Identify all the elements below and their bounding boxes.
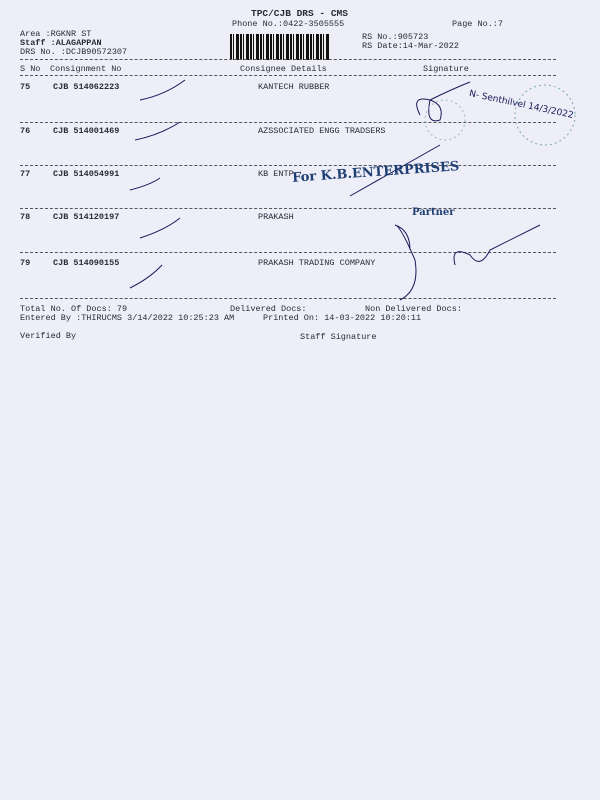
col-sno: S No	[20, 64, 41, 74]
row-consignment: CJB 514062223	[53, 82, 120, 92]
staff: Staff :ALAGAPPAN	[20, 38, 102, 48]
row-consignee: PRAKASH TRADING COMPANY	[258, 258, 376, 268]
row-consignee: PRAKASH	[258, 212, 294, 222]
row-consignment: CJB 514090155	[53, 258, 120, 268]
row-consignee: AZSSOCIATED ENGG TRADSERS	[258, 126, 386, 136]
barcode	[230, 34, 330, 60]
row-sno: 76	[20, 126, 31, 136]
doc-title: TPC/CJB DRS - CMS	[251, 8, 348, 19]
drs-no: DRS No. :DCJB90572307	[20, 47, 128, 57]
partner-stamp: Partner	[412, 207, 455, 218]
row-sno: 77	[20, 169, 31, 179]
row-consignee: KANTECH RUBBER	[258, 82, 330, 92]
row-consignment: CJB 514001469	[53, 126, 120, 136]
phone: Phone No.:0422-3505555	[232, 19, 345, 29]
staff-signature: Staff Signature	[300, 332, 377, 342]
entered-by: Entered By :THIRUCMS 3/14/2022 10:25:23 …	[20, 313, 235, 323]
row-consignment: CJB 514054991	[53, 169, 120, 179]
total-docs: Total No. Of Docs: 79	[20, 304, 128, 314]
row-consignee: KB ENTP	[258, 169, 294, 179]
verified-by: Verified By	[20, 331, 77, 341]
row-sno: 79	[20, 258, 31, 268]
non-delivered-docs: Non Delivered Docs:	[365, 304, 462, 314]
row-sno: 75	[20, 82, 31, 92]
page-no: Page No.:7	[452, 19, 504, 29]
printed-on: Printed On: 14-03-2022 10:20:11	[263, 313, 422, 323]
row-sno: 78	[20, 212, 31, 222]
row-consignment: CJB 514120197	[53, 212, 120, 222]
rs-date: RS Date:14-Mar-2022	[362, 41, 459, 51]
area: Area :RGKNR ST	[20, 29, 92, 39]
col-signature: Signature	[423, 64, 469, 74]
delivered-docs: Delivered Docs:	[230, 304, 307, 314]
col-consignment: Consignment No	[50, 64, 122, 74]
rs-no: RS No.:905723	[362, 32, 429, 42]
col-consignee: Consignee Details	[240, 64, 327, 74]
